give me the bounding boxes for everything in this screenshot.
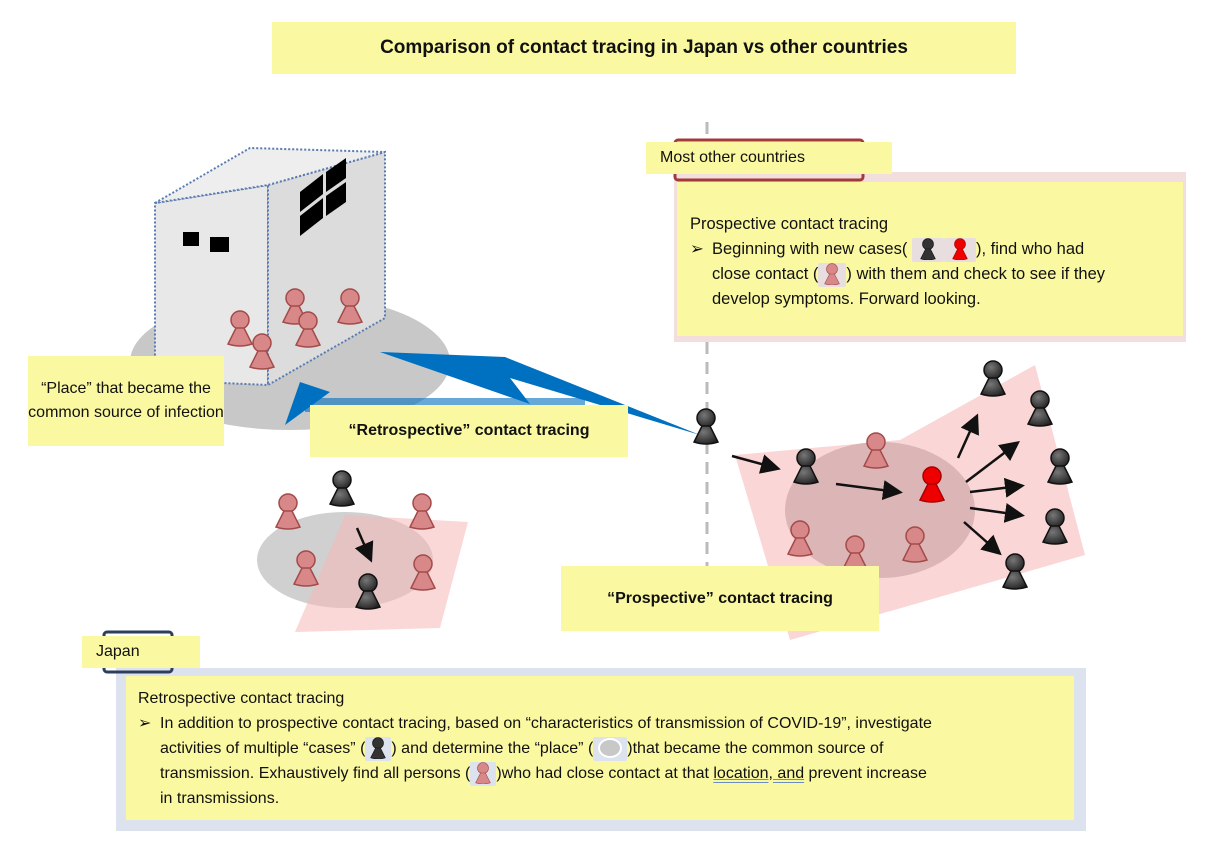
place-callout: “Place” that became the common source of…	[28, 356, 224, 446]
page-title: Comparison of contact tracing in Japan v…	[272, 22, 1016, 74]
text: close contact (	[712, 265, 819, 283]
person-contact-icon	[470, 761, 497, 786]
text: activities of multiple “cases” (	[160, 740, 366, 757]
other-countries-heading: Prospective contact tracing	[690, 215, 889, 233]
prospective-callout: “Prospective” contact tracing	[561, 566, 879, 631]
underlined-text: location, and	[713, 765, 805, 782]
text: transmission. Exhaustively find all pers…	[160, 765, 471, 782]
place-ellipse-icon	[593, 736, 628, 761]
retrospective-arrow-large	[380, 352, 700, 435]
text: In addition to prospective contact traci…	[160, 715, 932, 732]
retrospective-callout: “Retrospective” contact tracing	[310, 405, 628, 457]
text: ), find who had	[975, 240, 1085, 258]
text: ) with them and check to see if they	[846, 265, 1106, 283]
japan-heading: Retrospective contact tracing	[138, 690, 345, 707]
japan-tag: Japan	[82, 636, 200, 668]
person-case-icon	[911, 237, 944, 262]
window	[183, 232, 199, 246]
text: in transmissions.	[160, 790, 280, 807]
person-new-case-icon	[943, 237, 976, 262]
japan-box: Retrospective contact tracing ➢ In addit…	[126, 676, 1074, 820]
bullet-marker: ➢	[138, 715, 152, 732]
text: Beginning with new cases(	[712, 240, 908, 258]
text: develop symptoms. Forward looking.	[712, 290, 981, 308]
person-contact-icon	[818, 262, 847, 287]
window	[210, 237, 229, 252]
text: prevent increase	[804, 765, 927, 782]
person-case-icon	[365, 736, 392, 761]
text: )who had close contact at that	[496, 765, 714, 782]
bullet-marker: ➢	[690, 240, 704, 258]
other-countries-box: Prospective contact tracing ➢ Beginning …	[677, 182, 1183, 336]
other-countries-tag: Most other countries	[646, 142, 892, 174]
text: )that became the common source of	[627, 740, 884, 757]
japan-bullet: ➢ In addition to prospective contact tra…	[138, 711, 1074, 811]
spread-arrows	[731, 413, 1025, 556]
other-countries-bullet: ➢ Beginning with new cases( ), find who …	[690, 237, 1183, 312]
text: ) and determine the “place” (	[391, 740, 594, 757]
